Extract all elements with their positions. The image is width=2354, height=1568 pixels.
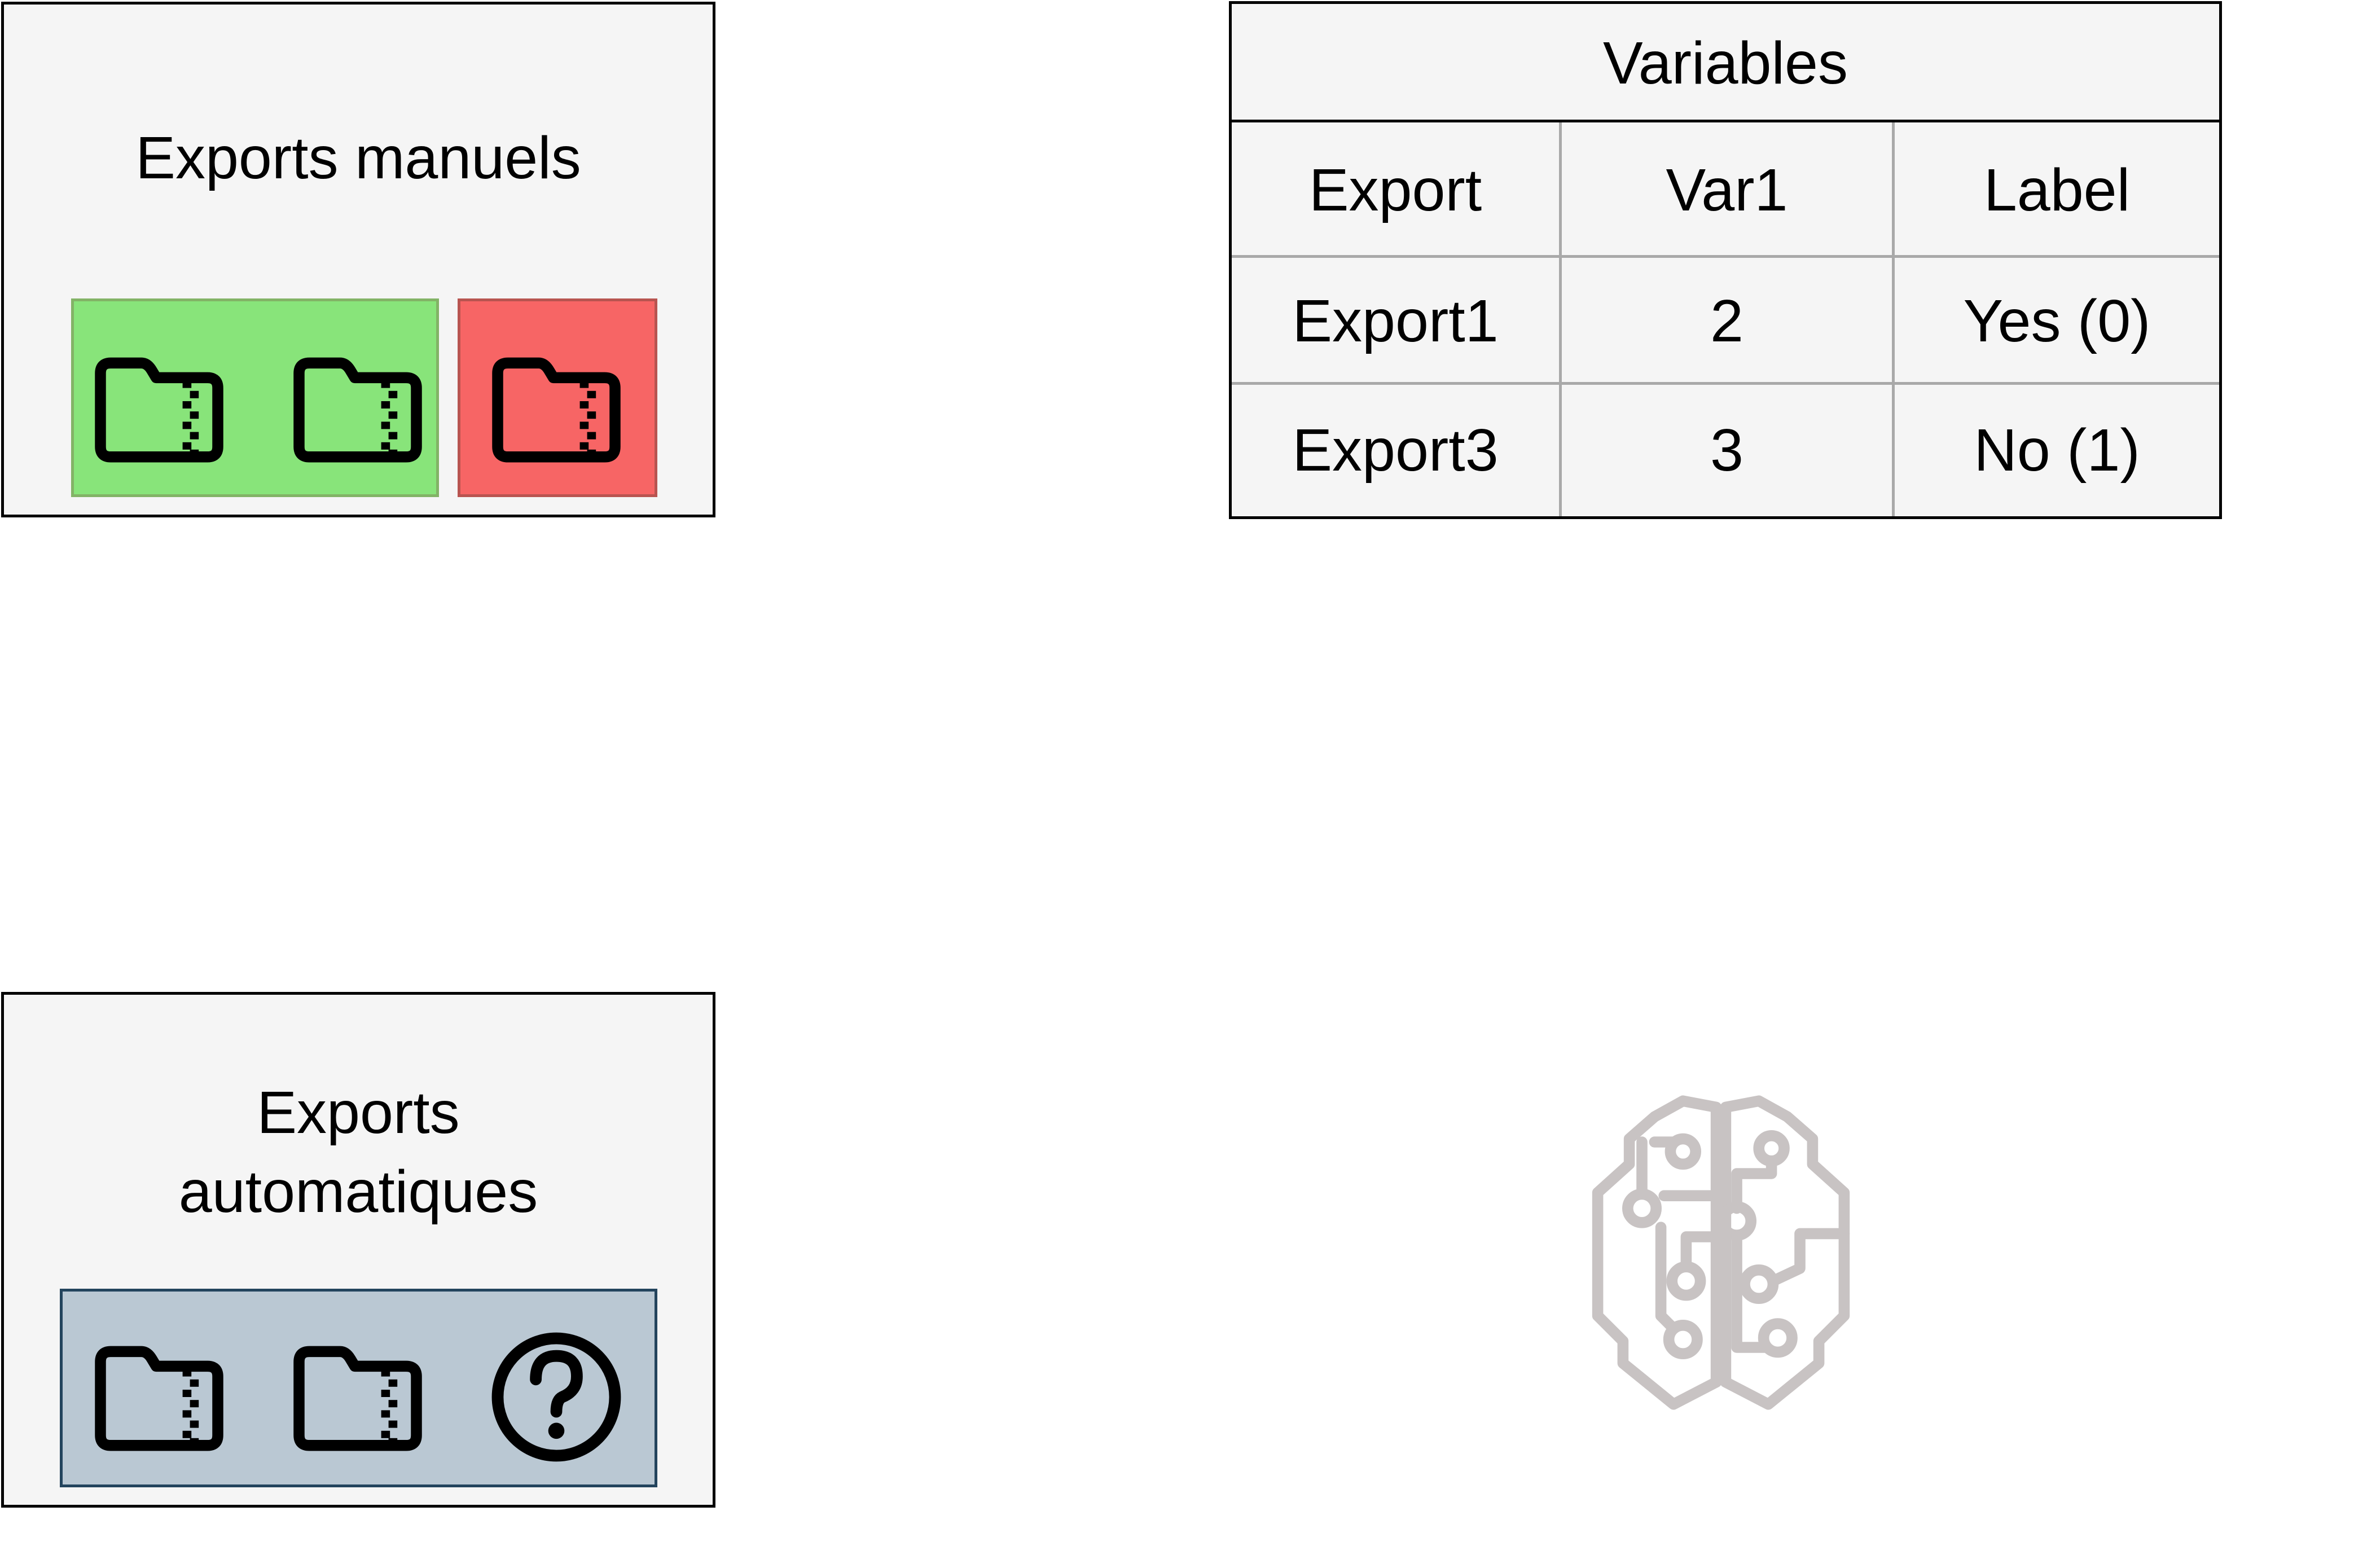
auto-exports-title-line2: automatiques [178,1158,538,1225]
table-cell: No (1) [1974,417,2140,484]
auto-exports-title-line1: Exports [257,1079,460,1146]
header-cell: Label [1895,122,2219,258]
zip-folder-icon [284,335,431,482]
zip-folder-icon [284,1324,431,1470]
zip-folder-icon [86,1324,232,1470]
header-cell: Var1 [1562,122,1895,258]
table-cell: Export1 [1232,258,1562,385]
table-cell: Export3 [1232,385,1562,516]
brain-circuit-icon [1563,1095,1879,1411]
zip-folder-icon [86,335,232,482]
invalid-exports-group [458,298,657,497]
header-cell: Export [1232,122,1562,258]
valid-exports-group [71,298,439,497]
auto-exports-title: Exports automatiques [1,1073,715,1231]
table-cell: Yes (0) [1895,258,2219,385]
manual-exports-title: Exports manuels [135,125,581,191]
question-circle-icon [483,1324,630,1470]
table-cell: 3 [1562,385,1895,516]
zip-folder-icon [483,335,630,482]
variables-table-caption: Variables [1232,4,2219,122]
variables-table: Variables Export Var1 Label Export1 2 Ye… [1229,1,2222,519]
table-cell: 2 [1562,258,1895,385]
